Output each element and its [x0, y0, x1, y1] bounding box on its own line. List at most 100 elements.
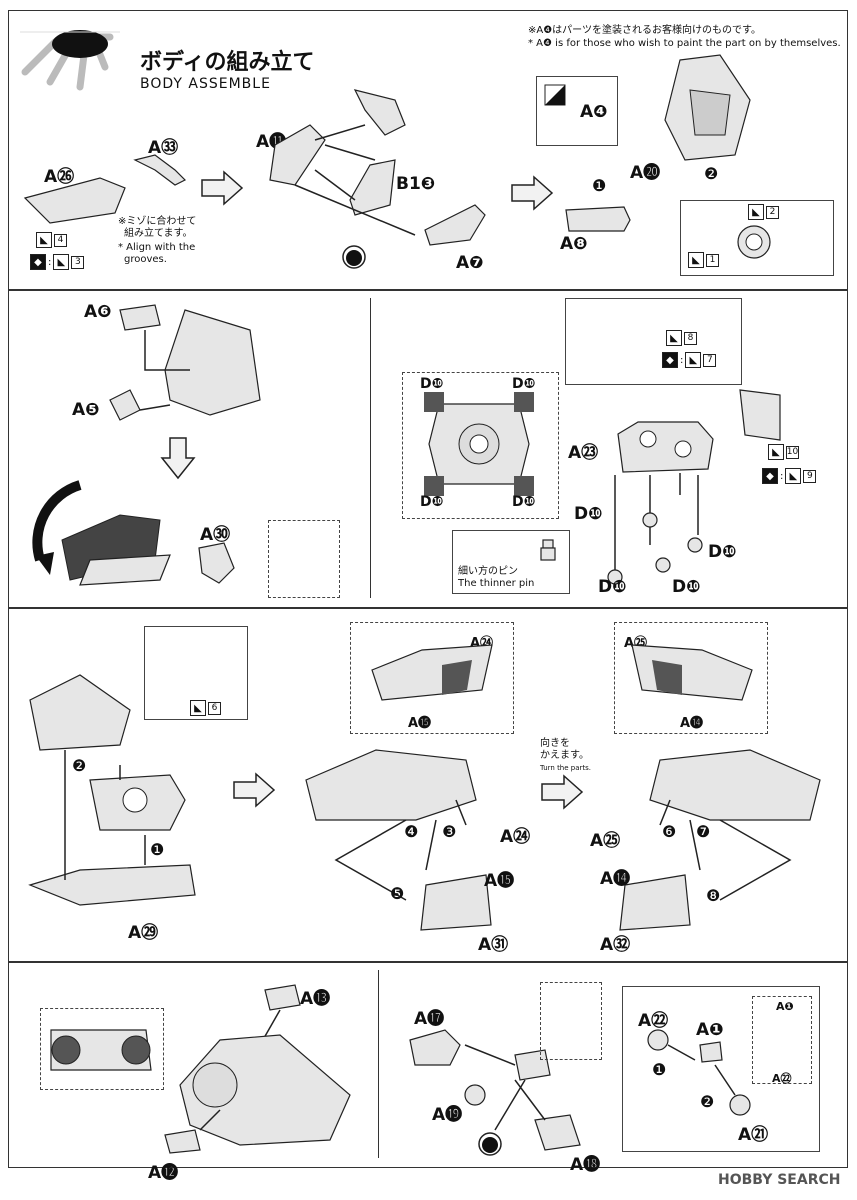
assembly-frame-drawing: [269, 89, 486, 246]
tool-tag-3: ◆:◣3: [30, 254, 85, 270]
part-label-a15: A⓯: [484, 871, 515, 891]
order-1: ❶: [652, 1060, 667, 1079]
part-label-a8: A❽: [560, 234, 588, 254]
turn-note-jp-1: 向きを: [540, 738, 570, 749]
order-1: ❶: [150, 840, 165, 859]
knife-icon: ◣: [748, 204, 764, 220]
body-shell-drawing: [664, 54, 751, 161]
part-label-a29: A㉙: [128, 923, 159, 943]
groove-note-en-2: grooves.: [124, 254, 167, 265]
part-label-a13: A⓭: [300, 989, 331, 1009]
groove-note-en-1: * Align with the: [118, 242, 196, 253]
step2-result-drawing: [32, 480, 171, 586]
step4-right-drawing: [619, 749, 821, 931]
part-label-a5: A❺: [72, 400, 100, 420]
step6-left-drawing: [409, 1029, 581, 1151]
part-label-a23: A㉓: [568, 443, 599, 463]
part-label-a22: A㉒: [638, 1011, 669, 1031]
divider: [378, 970, 379, 1158]
knife-icon: ◣: [53, 254, 70, 270]
flow-arrow-icon: [201, 170, 244, 206]
paint-note-en: * A❹ is for those who wish to paint the …: [528, 38, 841, 49]
detail-box-a25: [614, 622, 768, 734]
order-3: ❸: [442, 822, 457, 841]
part-a30-drawing: [198, 542, 235, 584]
pin-arrows-drawing: [607, 473, 703, 585]
detail-box-a1: [752, 996, 812, 1084]
order-2: ❷: [72, 756, 87, 775]
tool-tag-6: ◣6: [190, 700, 221, 716]
groove-note-jp-1: ※ミゾに合わせて: [118, 216, 197, 227]
paint-icon: [544, 84, 566, 106]
divider: [370, 298, 371, 598]
knife-icon: ◣: [685, 352, 702, 368]
knife-icon: ◣: [688, 252, 704, 268]
part-label-a17: A⓱: [414, 1009, 445, 1029]
part-a33-drawing: [133, 154, 187, 186]
pin-note-en: The thinner pin: [458, 578, 535, 589]
part-label-a31: A㉛: [478, 935, 509, 955]
part-label-a22: A㉒: [772, 1072, 792, 1085]
groove-note-jp-2: 組み立てます。: [124, 228, 193, 239]
detail-box-a22: [622, 986, 820, 1152]
core-assembly-drawing: [617, 421, 714, 473]
turn-note-jp-2: かえます。: [540, 750, 589, 761]
detail-box-a30: [268, 520, 340, 598]
part-label-a30: A㉚: [200, 525, 231, 545]
detail-box-a17: [540, 982, 602, 1060]
part-label-a14: A⓮: [680, 716, 704, 731]
knife-icon: ◣: [768, 444, 784, 460]
part-label-a24: A㉔: [500, 827, 531, 847]
flow-down-arrow-icon: [160, 437, 196, 480]
armor-plate-drawing: [739, 389, 781, 441]
part-label-a32: A㉜: [600, 935, 631, 955]
tool-tag-1: ◣1: [688, 252, 719, 268]
part-label-b13: B1❸: [396, 174, 436, 194]
order-5: ❺: [390, 884, 405, 903]
part-label-a18: A⓲: [570, 1155, 601, 1175]
pin-note-jp: 細い方のピン: [458, 566, 518, 577]
detail-a8-drawing: [737, 225, 771, 259]
step5-drawing: [164, 984, 351, 1154]
watermark: HOBBY SEARCH: [718, 1172, 841, 1188]
order-4: ❹: [404, 822, 419, 841]
tool-tag-2: ◣2: [748, 204, 779, 220]
knife-icon: ◣: [190, 700, 206, 716]
detail-box-a24: [350, 622, 514, 734]
part-label-d10: D❿: [512, 494, 536, 510]
spider-logo-icon: [20, 30, 120, 91]
part-a8-drawing: [565, 206, 631, 232]
order-2: ❷: [704, 164, 719, 183]
part-label-d10: D❿: [574, 504, 603, 524]
sand-icon: ◆: [762, 468, 778, 484]
part-label-a6: A❻: [84, 302, 112, 322]
tool-tag-4: ◣4: [36, 232, 67, 248]
detail-box-tab: [144, 626, 248, 720]
top-view-box: [402, 372, 559, 519]
part-label-a15: A⓯: [408, 716, 432, 731]
part-label-a26: A㉖: [44, 167, 75, 187]
part-label-d10: D❿: [512, 376, 536, 392]
knife-icon: ◣: [666, 330, 682, 346]
step2-assembly-drawing: [109, 304, 261, 421]
part-label-d10: D❿: [420, 494, 444, 510]
section-title-jp: ボディの組み立て: [140, 50, 315, 75]
detail-box-a23: [565, 298, 742, 385]
part-label-a25: A㉕: [590, 831, 621, 851]
detail-a24-drawing: [371, 644, 493, 701]
sand-icon: ◆: [662, 352, 678, 368]
tool-tag-9: ◆:◣9: [762, 468, 817, 484]
detail-core-drawing: [50, 1029, 152, 1071]
flow-arrow-icon: [233, 772, 276, 808]
nipper-icon: [478, 1132, 502, 1156]
part-label-a21: A㉑: [738, 1125, 769, 1145]
pin-drawing: [540, 539, 556, 561]
order-2: ❷: [700, 1092, 715, 1111]
order-6: ❻: [662, 822, 677, 841]
part-label-a19: A⓳: [432, 1105, 463, 1125]
sand-icon: ◆: [30, 254, 46, 270]
part-label-d10: D❿: [708, 542, 737, 562]
step4-left-drawing: [28, 674, 196, 906]
tool-tag-10: ◣10: [768, 444, 799, 460]
order-7: ❼: [696, 822, 711, 841]
